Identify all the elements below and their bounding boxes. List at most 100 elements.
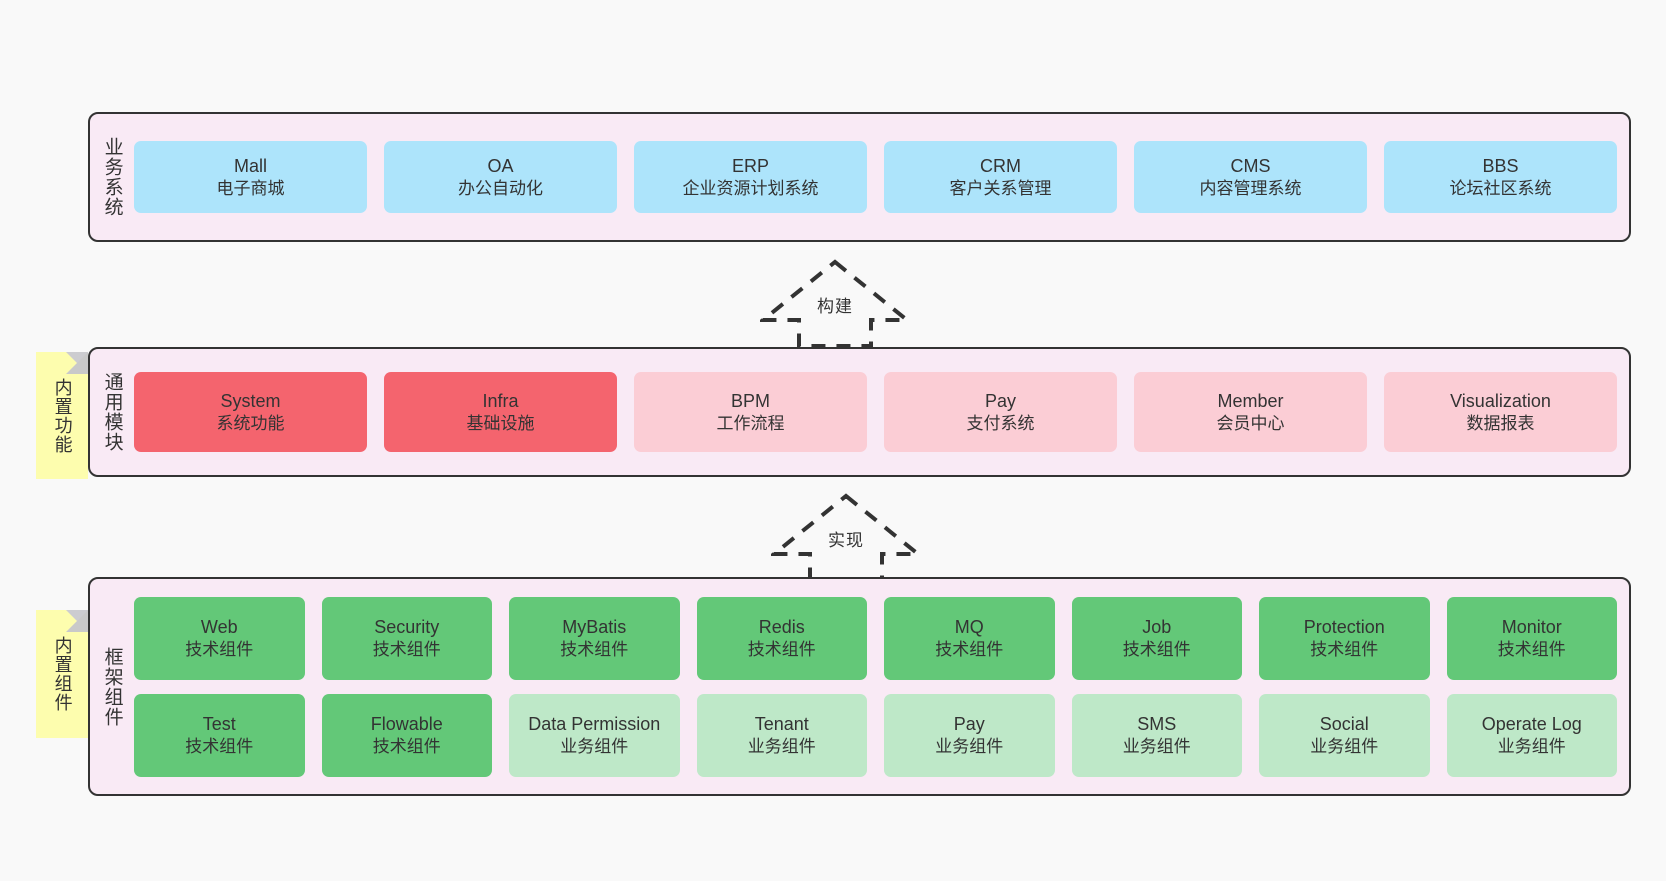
box-bbs-en: BBS xyxy=(1482,155,1519,176)
folded-corner-icon xyxy=(66,352,88,374)
box-sms-en: SMS xyxy=(1137,713,1177,734)
box-pay-module-cn: 支付系统 xyxy=(966,413,1035,433)
box-visualization[interactable]: Visualization 数据报表 xyxy=(1384,372,1617,452)
box-bpm-en: BPM xyxy=(730,390,770,411)
box-operate-log[interactable]: Operate Log 业务组件 xyxy=(1446,693,1617,777)
box-member-en: Member xyxy=(1217,390,1284,411)
layer-framework-component: 框架组件 Web 技术组件 Security 技术组件 MyBatis 技术组件… xyxy=(88,577,1631,796)
box-social[interactable]: Social 业务组件 xyxy=(1259,693,1430,777)
folded-corner-icon xyxy=(66,610,88,632)
box-flowable-cn: 技术组件 xyxy=(372,736,441,756)
arrow-implement-label: 实现 xyxy=(828,531,864,550)
box-erp-en: ERP xyxy=(731,155,769,176)
box-erp-cn: 企业资源计划系统 xyxy=(682,178,819,198)
layer-business-system-row: Mall 电子商城 OA 办公自动化 ERP 企业资源计划系统 CRM 客户关系… xyxy=(134,141,1617,213)
box-visualization-en: Visualization xyxy=(1450,390,1551,411)
box-mybatis[interactable]: MyBatis 技术组件 xyxy=(509,596,680,680)
box-data-permission-cn: 业务组件 xyxy=(560,736,629,756)
sticky-note-builtin-component: 内置组件 xyxy=(36,610,88,738)
box-pay-component-en: Pay xyxy=(953,713,985,734)
box-security-en: Security xyxy=(374,616,440,637)
box-system[interactable]: System 系统功能 xyxy=(134,372,367,452)
box-mq-en: MQ xyxy=(954,616,984,637)
layer-common-module-title: 通用模块 xyxy=(101,372,123,452)
box-oa-en: OA xyxy=(487,155,514,176)
arrow-implement: 实现 xyxy=(771,492,921,582)
box-crm-en: CRM xyxy=(980,155,1021,176)
box-bbs-cn: 论坛社区系统 xyxy=(1449,178,1552,198)
box-web-en: Web xyxy=(200,616,238,637)
box-job-en: Job xyxy=(1142,616,1172,637)
box-mall-cn: 电子商城 xyxy=(216,178,285,198)
box-crm-cn: 客户关系管理 xyxy=(949,178,1052,198)
box-test[interactable]: Test 技术组件 xyxy=(134,693,305,777)
sticky-note-builtin-function: 内置功能 xyxy=(36,352,88,479)
layer-business-system: 业务系统 Mall 电子商城 OA 办公自动化 ERP 企业资源计划系统 CRM… xyxy=(88,112,1631,242)
box-infra[interactable]: Infra 基础设施 xyxy=(384,372,617,452)
box-flowable[interactable]: Flowable 技术组件 xyxy=(321,693,492,777)
box-web[interactable]: Web 技术组件 xyxy=(134,596,305,680)
arrow-build-label: 构建 xyxy=(817,297,853,316)
box-mybatis-en: MyBatis xyxy=(562,616,627,637)
box-member[interactable]: Member 会员中心 xyxy=(1134,372,1367,452)
box-member-cn: 会员中心 xyxy=(1216,413,1285,433)
layer-framework-component-title: 框架组件 xyxy=(101,646,123,727)
box-tenant-en: Tenant xyxy=(754,713,809,734)
box-crm[interactable]: CRM 客户关系管理 xyxy=(884,141,1117,213)
box-data-permission[interactable]: Data Permission 业务组件 xyxy=(509,693,680,777)
box-pay-component[interactable]: Pay 业务组件 xyxy=(884,693,1055,777)
layer-business-system-title: 业务系统 xyxy=(101,137,123,217)
box-job-cn: 技术组件 xyxy=(1122,639,1191,659)
box-tenant[interactable]: Tenant 业务组件 xyxy=(696,693,867,777)
box-mq-cn: 技术组件 xyxy=(935,639,1004,659)
box-protection-cn: 技术组件 xyxy=(1310,639,1379,659)
box-test-en: Test xyxy=(202,713,236,734)
arrow-build: 构建 xyxy=(760,258,910,348)
box-bpm[interactable]: BPM 工作流程 xyxy=(634,372,867,452)
box-tenant-cn: 业务组件 xyxy=(747,736,816,756)
box-operate-log-en: Operate Log xyxy=(1481,713,1582,734)
box-sms-cn: 业务组件 xyxy=(1122,736,1191,756)
box-redis-en: Redis xyxy=(758,616,805,637)
box-cms[interactable]: CMS 内容管理系统 xyxy=(1134,141,1367,213)
box-security-cn: 技术组件 xyxy=(372,639,441,659)
sticky-note-builtin-component-label: 内置组件 xyxy=(52,636,73,712)
layer-framework-component-row-tech: Web 技术组件 Security 技术组件 MyBatis 技术组件 Redi… xyxy=(134,596,1617,680)
box-monitor[interactable]: Monitor 技术组件 xyxy=(1446,596,1617,680)
box-sms[interactable]: SMS 业务组件 xyxy=(1071,693,1242,777)
box-pay-module[interactable]: Pay 支付系统 xyxy=(884,372,1117,452)
layer-framework-component-body: Web 技术组件 Security 技术组件 MyBatis 技术组件 Redi… xyxy=(134,579,1629,794)
layer-business-system-body: Mall 电子商城 OA 办公自动化 ERP 企业资源计划系统 CRM 客户关系… xyxy=(134,114,1629,240)
box-erp[interactable]: ERP 企业资源计划系统 xyxy=(634,141,867,213)
box-job[interactable]: Job 技术组件 xyxy=(1071,596,1242,680)
box-protection[interactable]: Protection 技术组件 xyxy=(1259,596,1430,680)
box-mq[interactable]: MQ 技术组件 xyxy=(884,596,1055,680)
box-mall[interactable]: Mall 电子商城 xyxy=(134,141,367,213)
box-mybatis-cn: 技术组件 xyxy=(560,639,629,659)
layer-framework-component-row-business: Test 技术组件 Flowable 技术组件 Data Permission … xyxy=(134,693,1617,777)
box-cms-cn: 内容管理系统 xyxy=(1199,178,1302,198)
box-system-en: System xyxy=(220,390,281,411)
box-redis-cn: 技术组件 xyxy=(747,639,816,659)
box-flowable-en: Flowable xyxy=(370,713,443,734)
box-security[interactable]: Security 技术组件 xyxy=(321,596,492,680)
layer-common-module-body: System 系统功能 Infra 基础设施 BPM 工作流程 Pay 支付系统… xyxy=(134,349,1629,475)
box-oa-cn: 办公自动化 xyxy=(458,178,543,198)
box-data-permission-en: Data Permission xyxy=(528,713,661,734)
box-test-cn: 技术组件 xyxy=(185,736,254,756)
box-oa[interactable]: OA 办公自动化 xyxy=(384,141,617,213)
box-operate-log-cn: 业务组件 xyxy=(1497,736,1566,756)
box-infra-cn: 基础设施 xyxy=(466,413,535,433)
box-infra-en: Infra xyxy=(482,390,519,411)
box-protection-en: Protection xyxy=(1303,616,1385,637)
box-bbs[interactable]: BBS 论坛社区系统 xyxy=(1384,141,1617,213)
box-monitor-en: Monitor xyxy=(1501,616,1562,637)
box-bpm-cn: 工作流程 xyxy=(716,413,785,433)
box-redis[interactable]: Redis 技术组件 xyxy=(696,596,867,680)
layer-common-module-row: System 系统功能 Infra 基础设施 BPM 工作流程 Pay 支付系统… xyxy=(134,372,1617,452)
box-visualization-cn: 数据报表 xyxy=(1466,413,1535,433)
box-web-cn: 技术组件 xyxy=(185,639,254,659)
box-pay-component-cn: 业务组件 xyxy=(935,736,1004,756)
sticky-note-builtin-function-label: 内置功能 xyxy=(52,377,73,454)
